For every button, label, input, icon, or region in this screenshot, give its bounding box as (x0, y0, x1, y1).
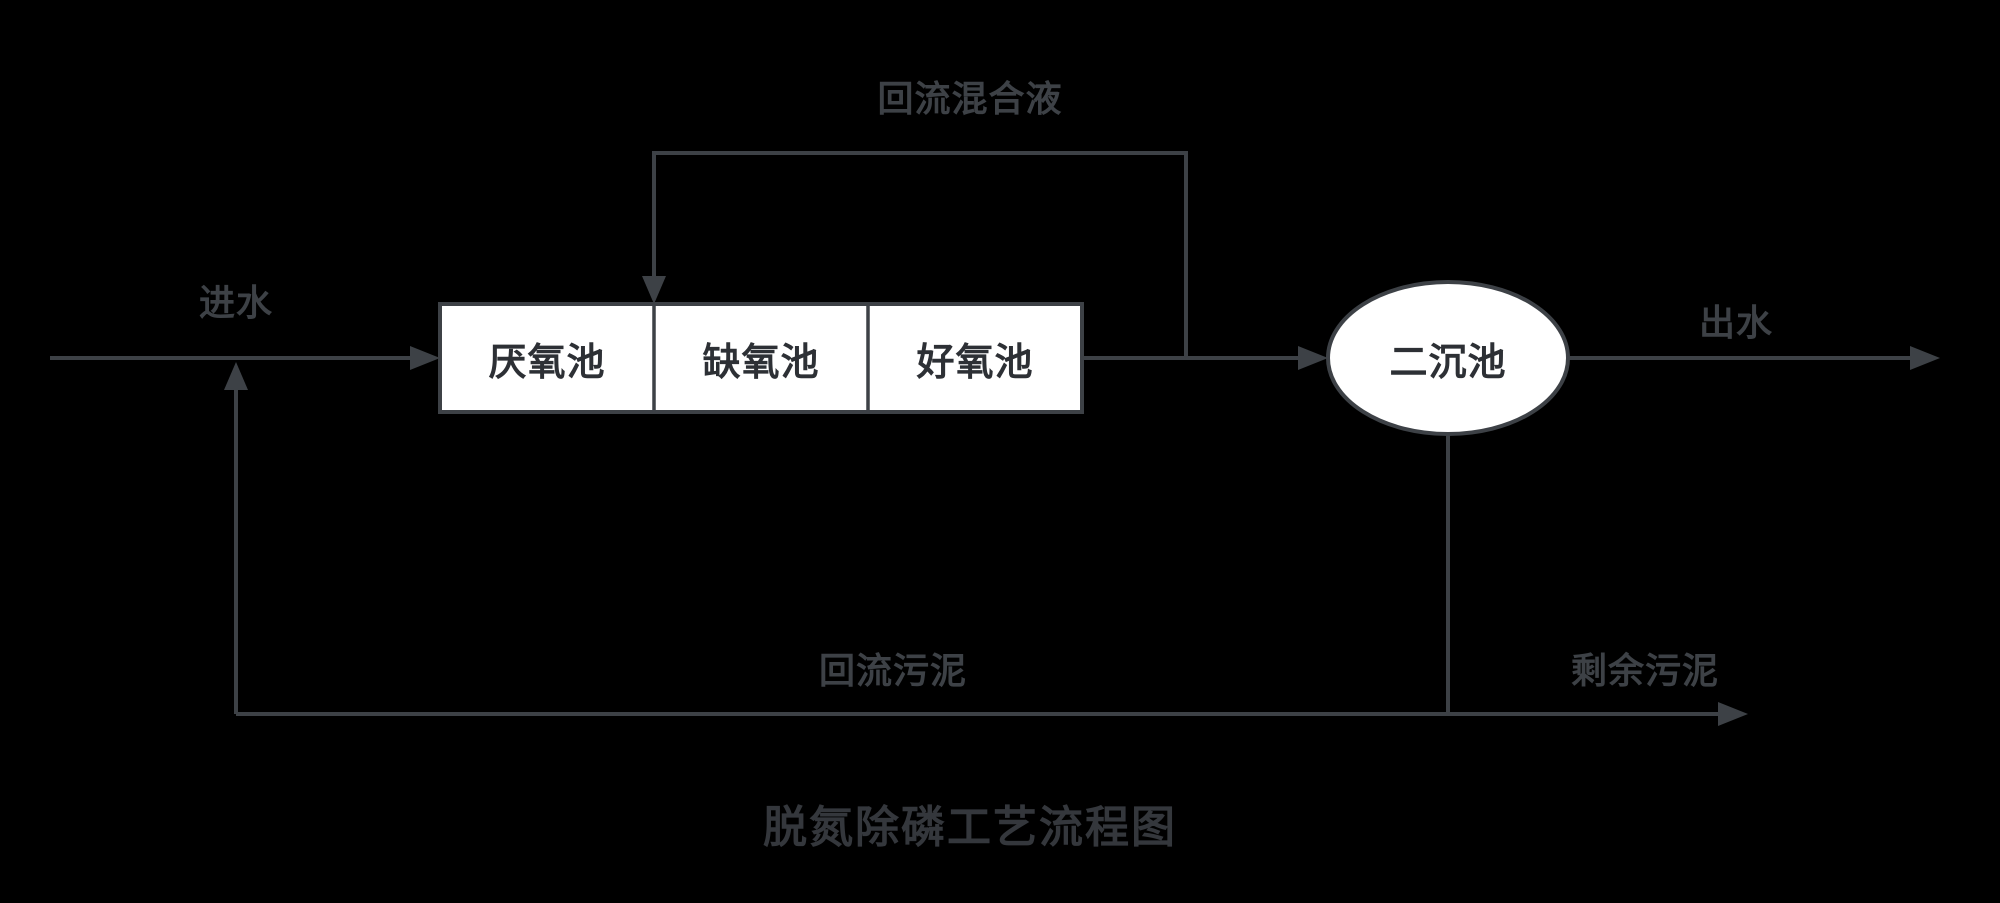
clarifier-inlet-arrowhead-icon (1298, 346, 1328, 370)
excess-sludge-label: 剩余污泥 (1570, 651, 1720, 692)
effluent-arrowhead-icon (1910, 346, 1940, 370)
tank-aerobic-label: 好氧池 (916, 339, 1034, 384)
tank-anaerobic-label: 厌氧池 (488, 339, 606, 384)
influent-arrowhead-icon (410, 346, 440, 370)
clarifier-ellipse (1326, 280, 1570, 436)
tank-block (438, 302, 1084, 414)
return-sludge-label: 回流污泥 (818, 651, 968, 692)
clarifier-label: 二沉池 (1389, 339, 1507, 384)
tank-anoxic-label: 缺氧池 (702, 339, 820, 384)
influent-label: 进水 (198, 283, 274, 324)
recycle-mixed-liquor-label: 回流混合液 (877, 79, 1063, 120)
diagram-title: 脱氮除磷工艺流程图 (763, 802, 1177, 853)
effluent-label: 出水 (1698, 303, 1774, 344)
excess-sludge-arrowhead-icon (1718, 702, 1748, 726)
recycle-mixed-liquor-line (652, 151, 1188, 358)
return-sludge-up-arrowhead-icon (224, 362, 248, 390)
recycle-down-arrowhead-icon (642, 276, 666, 304)
